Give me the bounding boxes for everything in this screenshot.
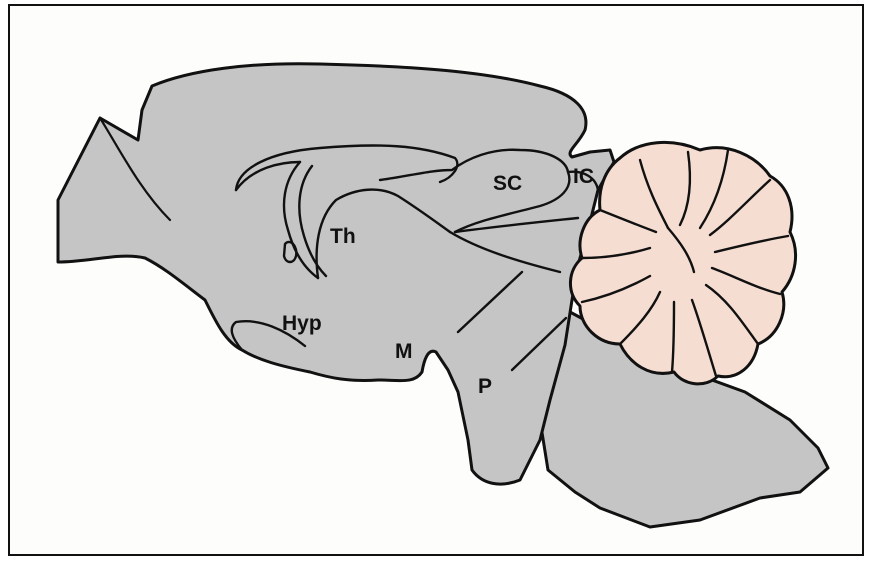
label-superior-colliculus: SC bbox=[493, 172, 522, 195]
label-midbrain: M bbox=[395, 340, 413, 363]
label-thalamus: Th bbox=[330, 225, 356, 248]
label-pons: P bbox=[478, 375, 492, 398]
brain-body bbox=[58, 64, 614, 484]
label-inferior-colliculus: IC bbox=[573, 165, 594, 188]
label-hypothalamus: Hyp bbox=[282, 312, 322, 335]
